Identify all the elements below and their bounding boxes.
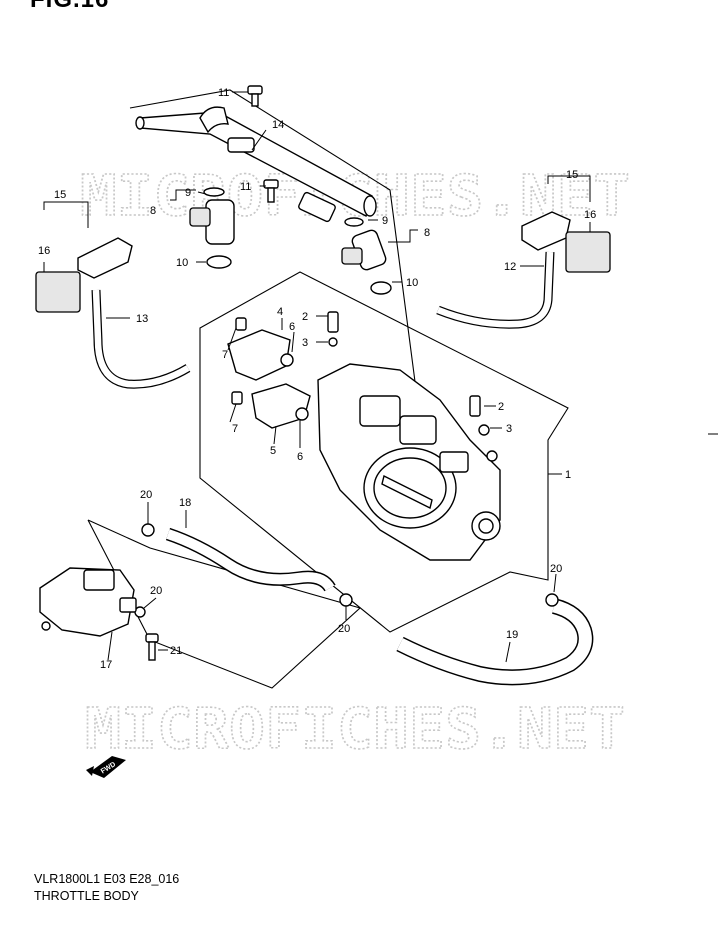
callout-8-left: 8 xyxy=(150,205,156,217)
callout-9-right: 9 xyxy=(382,215,388,227)
callout-20-d: 20 xyxy=(550,563,562,575)
callout-17: 17 xyxy=(100,659,112,671)
clamp-20-d xyxy=(545,593,559,607)
clamp-20-c xyxy=(339,593,353,607)
hose-18-inner xyxy=(166,529,335,591)
footer-section-title: THROTTLE BODY xyxy=(34,889,139,903)
clamp-20-a xyxy=(141,523,155,537)
hose-13-inner xyxy=(92,289,190,388)
connector-right xyxy=(521,211,611,273)
bolt-21 xyxy=(145,633,159,661)
callout-10-left: 10 xyxy=(176,257,188,269)
callout-16-left: 16 xyxy=(38,245,50,257)
callout-14: 14 xyxy=(272,119,284,131)
callout-3-right: 3 xyxy=(506,423,512,435)
throttle-body xyxy=(317,363,501,561)
connector-left xyxy=(35,237,133,313)
callout-6-upper: 6 xyxy=(289,321,295,333)
callout-7-upper: 7 xyxy=(222,349,228,361)
hose-13 xyxy=(91,289,191,389)
screw-7-lower xyxy=(231,391,243,405)
callout-18: 18 xyxy=(179,497,191,509)
callout-12: 12 xyxy=(504,261,516,273)
callout-11-top: 11 xyxy=(218,87,229,99)
callout-21: 21 xyxy=(170,645,182,657)
callout-2-left: 2 xyxy=(302,311,308,323)
figure-label: FIG.16 xyxy=(30,0,109,14)
callout-19: 19 xyxy=(506,629,518,641)
callout-7-lower: 7 xyxy=(232,423,238,435)
callout-15-left: 15 xyxy=(54,189,66,201)
leader-lines xyxy=(43,91,591,663)
washer-3-left xyxy=(328,337,338,347)
callout-4: 4 xyxy=(277,306,283,318)
callout-2-right: 2 xyxy=(498,401,504,413)
callout-5: 5 xyxy=(270,445,276,457)
sensor-5 xyxy=(251,383,311,429)
callout-1: 1 xyxy=(565,469,571,481)
injector-right xyxy=(341,217,392,295)
callout-8-right: 8 xyxy=(424,227,430,239)
valve-17 xyxy=(39,567,137,637)
callout-6-lower: 6 xyxy=(297,451,303,463)
hose-19-inner xyxy=(397,599,592,684)
fuel-rail xyxy=(135,106,377,223)
sensor-4 xyxy=(227,329,294,381)
callout-3-left: 3 xyxy=(302,337,308,349)
injector-left xyxy=(189,187,235,269)
assembly-frame-fuel-rail xyxy=(129,89,421,421)
callout-20-b: 20 xyxy=(150,585,162,597)
bolt-upper xyxy=(263,179,279,203)
callout-15-right: 15 xyxy=(566,169,578,181)
callout-16-right: 16 xyxy=(584,209,596,221)
callout-20-a: 20 xyxy=(140,489,152,501)
callout-10-right: 10 xyxy=(406,277,418,289)
screw-2-left xyxy=(327,311,339,333)
washer-3-right xyxy=(478,424,490,436)
footer-model-code: VLR1800L1 E03 E28_016 xyxy=(34,872,180,886)
callout-labels: 1 2 2 3 3 4 5 6 6 7 7 8 8 9 9 10 10 11 1… xyxy=(38,87,596,671)
callout-13: 13 xyxy=(136,313,148,325)
watermark-bottom: MICROFICHES.NET xyxy=(85,697,625,762)
callout-20-c: 20 xyxy=(338,623,350,635)
screw-2-right xyxy=(469,395,481,417)
assembly-frame-throttle-body xyxy=(199,271,569,633)
assembly-frame-lower-left xyxy=(87,519,362,689)
screw-7-upper xyxy=(235,317,247,331)
callout-9-left: 9 xyxy=(185,187,191,199)
hose-12-inner xyxy=(436,251,554,328)
bolt-top xyxy=(247,85,263,107)
callout-11-mid: 11 xyxy=(240,181,251,193)
